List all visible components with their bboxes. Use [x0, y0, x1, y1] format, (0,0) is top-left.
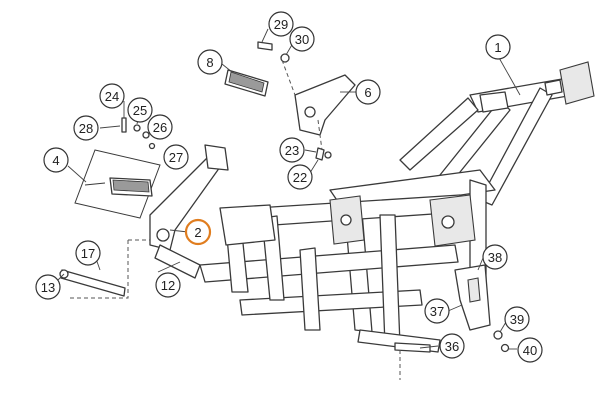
callout-13: 13: [35, 274, 61, 300]
callout-circle: [127, 97, 153, 123]
callout-number: 28: [79, 121, 93, 136]
callout-number: 12: [161, 278, 175, 293]
callout-number: 39: [510, 312, 524, 327]
callout-number: 4: [52, 153, 59, 168]
callout-circle: [184, 218, 212, 246]
callout-2: 2: [184, 218, 212, 246]
callout-number: 22: [293, 170, 307, 185]
callout-circle: [485, 34, 511, 60]
callout-39: 39: [504, 306, 530, 332]
callout-circle: [424, 298, 450, 324]
callout-number: 6: [364, 85, 371, 100]
callout-25: 25: [127, 97, 153, 123]
callout-number: 29: [274, 17, 288, 32]
callout-27: 27: [163, 144, 189, 170]
callout-number: 25: [133, 103, 147, 118]
callout-circle: [35, 274, 61, 300]
callout-22: 22: [287, 164, 313, 190]
callout-circle: [147, 114, 173, 140]
hardware-parts: [59, 41, 510, 353]
callout-number: 8: [206, 55, 213, 70]
callout-circle: [289, 26, 315, 52]
callout-28: 28: [73, 115, 99, 141]
callout-29: 29: [268, 11, 294, 37]
callout-number: 40: [523, 343, 537, 358]
callout-number: 1: [494, 40, 501, 55]
callout-circle: [43, 147, 69, 173]
callout-circle: [99, 83, 125, 109]
callout-number: 38: [488, 250, 502, 265]
callout-circle: [268, 11, 294, 37]
footpeg-assembly-4: [74, 149, 161, 219]
callout-number: 36: [445, 339, 459, 354]
callout-12: 12: [155, 272, 181, 298]
callout-26: 26: [147, 114, 173, 140]
callout-24: 24: [99, 83, 125, 109]
dashed-guides: [68, 59, 401, 380]
callout-circle: [355, 79, 381, 105]
callout-number: 23: [285, 143, 299, 158]
callout-1: 1: [485, 34, 511, 60]
callout-8: 8: [197, 49, 223, 75]
callout-circle: [75, 240, 101, 266]
left-footrest-bracket: [149, 144, 229, 279]
callout-number: 37: [430, 304, 444, 319]
callout-30: 30: [289, 26, 315, 52]
callout-38: 38: [482, 244, 508, 270]
callout-circle: [197, 49, 223, 75]
callout-6: 6: [355, 79, 381, 105]
callout-4: 4: [43, 147, 69, 173]
callout-circle: [504, 306, 530, 332]
callout-number: 24: [105, 89, 119, 104]
main-frame: [199, 61, 595, 353]
callout-23: 23: [279, 137, 305, 163]
footpeg-8: [224, 69, 269, 97]
callout-number: 2: [194, 225, 201, 240]
callout-circle: [155, 272, 181, 298]
callout-circle: [287, 164, 313, 190]
callout-number: 13: [41, 280, 55, 295]
callout-circle: [517, 337, 543, 363]
callout-circle: [279, 137, 305, 163]
callout-circle: [482, 244, 508, 270]
callout-number: 17: [81, 246, 95, 261]
callout-37: 37: [424, 298, 450, 324]
callout-40: 40: [517, 337, 543, 363]
callout-36: 36: [439, 333, 465, 359]
callout-circle: [73, 115, 99, 141]
callout-number: 30: [295, 32, 309, 47]
callout-circle: [163, 144, 189, 170]
callout-17: 17: [75, 240, 101, 266]
callout-number: 26: [153, 120, 167, 135]
callout-number: 27: [169, 150, 183, 165]
right-footrest-bracket-6: [294, 74, 356, 136]
callout-circle: [439, 333, 465, 359]
